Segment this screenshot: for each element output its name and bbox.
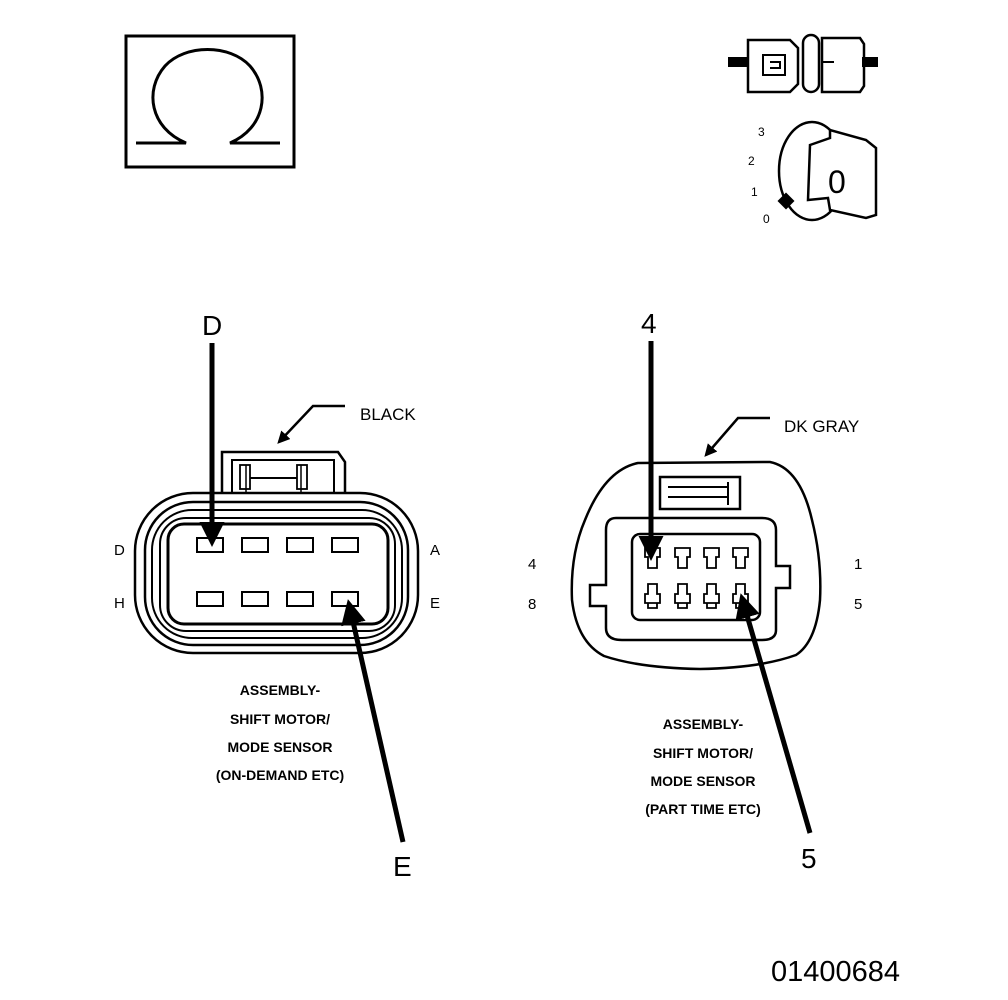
ohmmeter-symbol bbox=[124, 34, 296, 169]
svg-text:3: 3 bbox=[758, 125, 765, 139]
svg-text:0: 0 bbox=[828, 164, 846, 200]
right-connector: DK GRAY 4 1 8 5 4 5 ASSEMBLY- SHIFT MOTO… bbox=[528, 308, 862, 874]
connector-disconnect-icon bbox=[728, 33, 878, 94]
svg-text:2: 2 bbox=[748, 154, 755, 168]
right-cavity-label-bottom-right: 5 bbox=[854, 596, 862, 613]
left-color-label: BLACK bbox=[360, 405, 416, 424]
svg-text:(PART TIME ETC): (PART TIME ETC) bbox=[645, 801, 761, 817]
left-cavity-label-bottom-left: H bbox=[114, 595, 125, 612]
left-cavity-row-top bbox=[196, 537, 359, 553]
right-color-label: DK GRAY bbox=[784, 417, 859, 436]
ignition-key-icon: 3 2 1 0 0 bbox=[748, 120, 878, 226]
right-caption: ASSEMBLY- SHIFT MOTOR/ MODE SENSOR (PART… bbox=[645, 716, 761, 817]
right-arrow-bottom bbox=[735, 593, 813, 834]
right-cavity-label-top-right: 1 bbox=[854, 556, 862, 573]
left-callout-top: D bbox=[202, 310, 222, 341]
left-cavity-label-top-left: D bbox=[114, 542, 125, 559]
left-cavity-label-top-right: A bbox=[430, 542, 440, 559]
left-cavity-label-bottom-right: E bbox=[430, 595, 440, 612]
left-arrow-bottom bbox=[341, 599, 406, 843]
right-color-leader bbox=[704, 416, 770, 457]
ohm-icon bbox=[136, 48, 280, 145]
svg-text:ASSEMBLY-: ASSEMBLY- bbox=[240, 682, 321, 698]
svg-text:(ON-DEMAND ETC): (ON-DEMAND ETC) bbox=[216, 767, 344, 783]
right-callout-bottom: 5 bbox=[801, 843, 817, 874]
svg-text:SHIFT MOTOR/: SHIFT MOTOR/ bbox=[653, 745, 753, 761]
left-connector: BLACK D A H E D E ASSEMBLY- SHIFT MOTOR/… bbox=[114, 310, 440, 882]
right-cavity-row-bottom bbox=[644, 583, 749, 609]
svg-text:SHIFT MOTOR/: SHIFT MOTOR/ bbox=[230, 711, 330, 727]
svg-text:0: 0 bbox=[763, 212, 770, 226]
right-callout-top: 4 bbox=[641, 308, 657, 339]
svg-text:ASSEMBLY-: ASSEMBLY- bbox=[663, 716, 744, 732]
right-cavity-label-bottom-left: 8 bbox=[528, 596, 536, 613]
svg-text:MODE SENSOR: MODE SENSOR bbox=[227, 739, 332, 755]
left-caption: ASSEMBLY- SHIFT MOTOR/ MODE SENSOR (ON-D… bbox=[216, 682, 344, 783]
left-callout-bottom: E bbox=[393, 851, 412, 882]
svg-text:MODE SENSOR: MODE SENSOR bbox=[650, 773, 755, 789]
figure-id: 01400684 bbox=[771, 956, 900, 988]
left-color-leader bbox=[277, 404, 345, 444]
right-cavity-label-top-left: 4 bbox=[528, 556, 536, 573]
svg-text:1: 1 bbox=[751, 185, 758, 199]
